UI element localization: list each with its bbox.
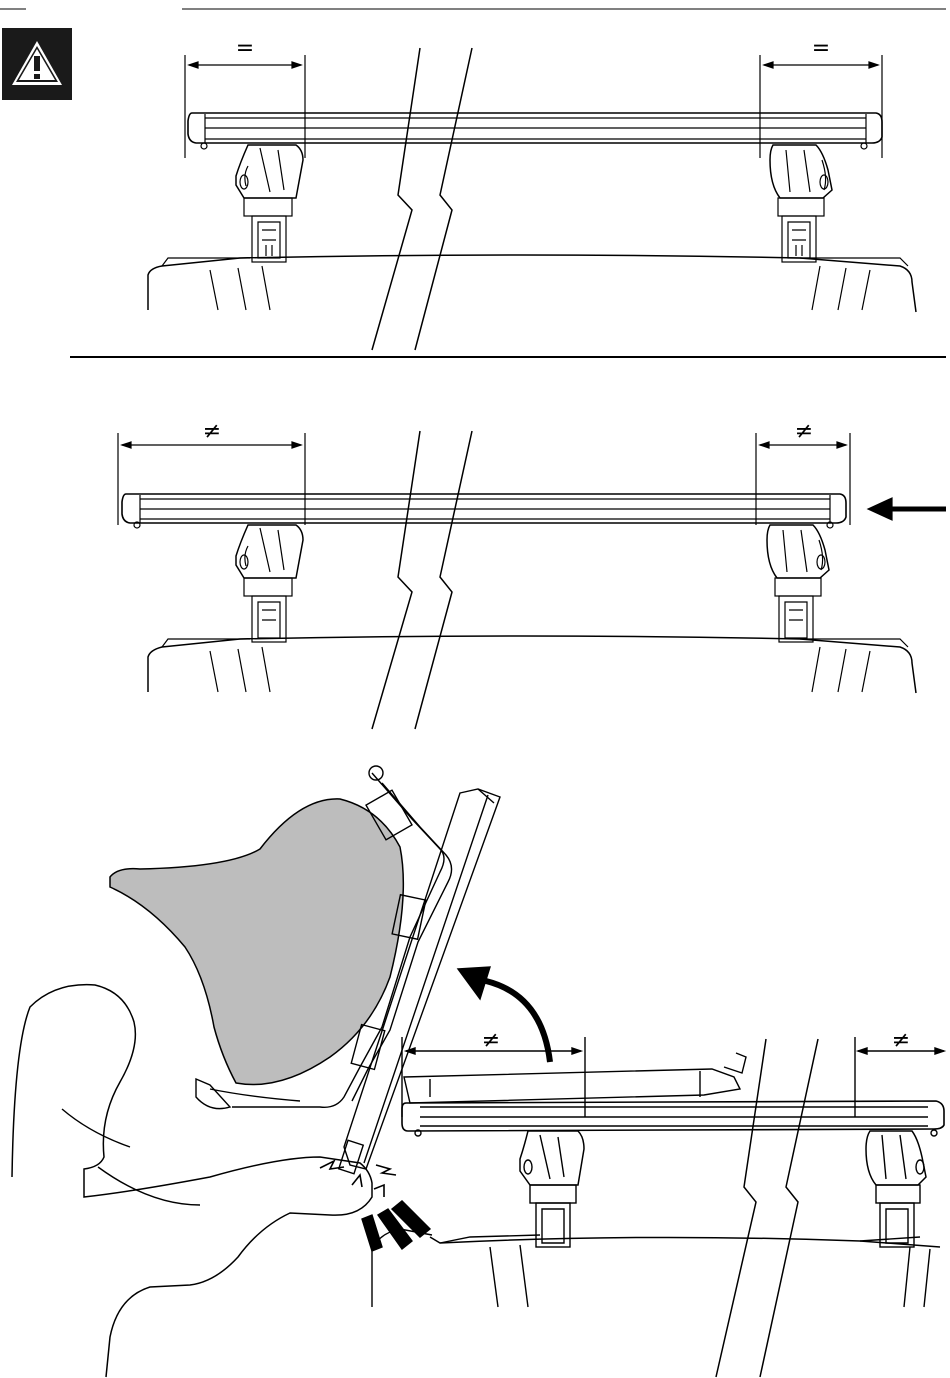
left-equal-mark: = bbox=[230, 38, 260, 60]
load-tipping-panel: ≠ ≠ bbox=[0, 737, 950, 1378]
right-not-equal-mark: ≠ bbox=[789, 421, 819, 443]
roof-rack-diagram-unequal bbox=[0, 357, 950, 737]
left-not-equal-mark: ≠ bbox=[197, 421, 227, 443]
tipping-load-diagram bbox=[0, 737, 950, 1378]
left-not-equal-mark-3: ≠ bbox=[476, 1030, 506, 1052]
right-not-equal-mark-3: ≠ bbox=[886, 1030, 916, 1052]
right-equal-mark: = bbox=[806, 38, 836, 60]
unequal-overhang-panel: ≠ ≠ bbox=[0, 357, 950, 737]
equal-overhang-panel: = = bbox=[0, 0, 950, 357]
